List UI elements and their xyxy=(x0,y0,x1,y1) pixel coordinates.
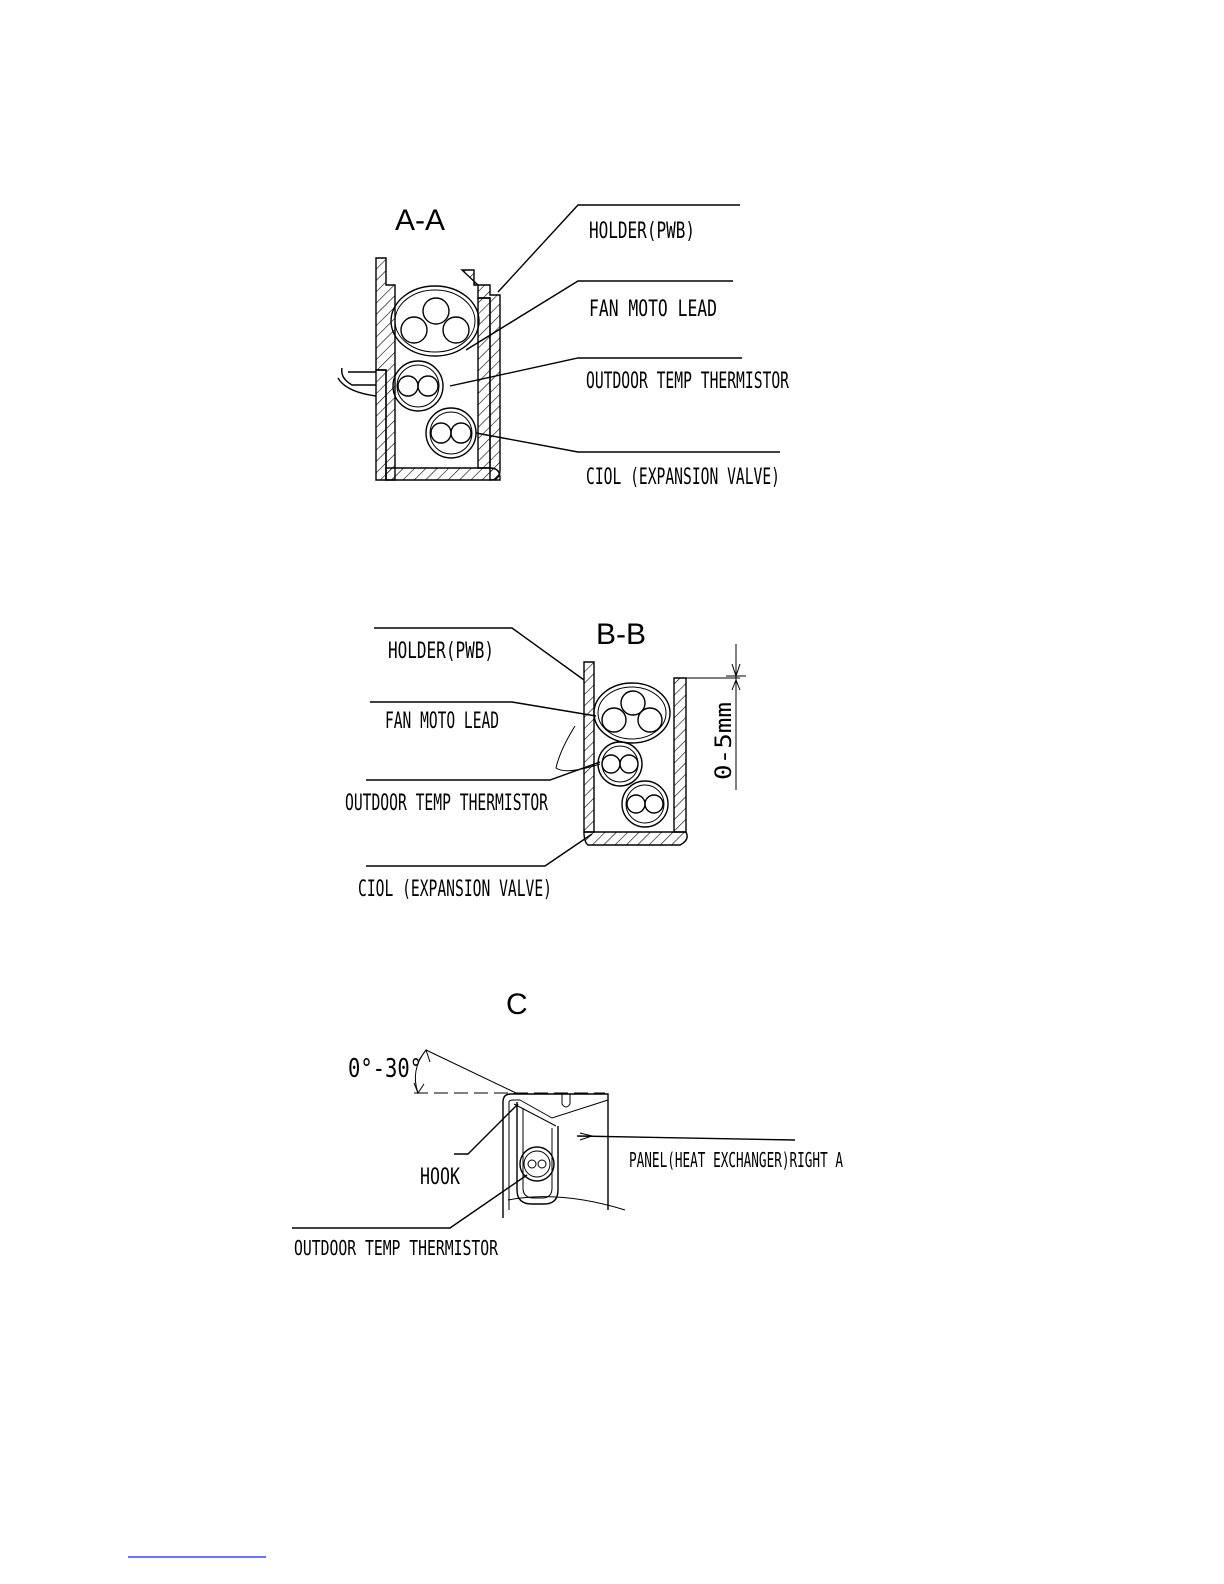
section-b-thermistor-bundle xyxy=(598,742,642,786)
section-b-b: B-B xyxy=(345,618,746,902)
section-b-dimension-label: 0-5mm xyxy=(712,702,737,780)
section-c-hook-label: HOOK xyxy=(420,1165,461,1190)
section-b-holder-label: HOLDER(PWB) xyxy=(388,639,494,664)
section-b-coil-leader xyxy=(366,834,592,866)
section-a-a: A-A xyxy=(338,204,790,490)
section-c-panel-label: PANEL(HEAT EXCHANGER)RIGHT A xyxy=(629,1148,843,1172)
section-a-thermistor-bundle xyxy=(393,361,443,411)
section-b-fan-lead-bundle xyxy=(594,683,670,743)
section-a-coil-label: CIOL (EXPANSION VALVE) xyxy=(586,465,780,490)
section-b-dimension: 0-5mm xyxy=(712,644,746,790)
section-c-hook-leader xyxy=(454,1104,518,1154)
section-b-thermistor-label: OUTDOOR TEMP THERMISTOR xyxy=(345,791,549,816)
section-b-coil-bundle xyxy=(622,781,668,827)
section-a-coil-leader xyxy=(476,433,780,452)
section-c-thermistor-leader xyxy=(292,1175,527,1228)
section-c-thermistor-label: OUTDOOR TEMP THERMISTOR xyxy=(294,1236,499,1260)
section-c-angle-indicator: 0°-30° xyxy=(348,1050,605,1093)
section-c: C 0°-30° xyxy=(292,988,843,1260)
section-c-title: C xyxy=(506,988,528,1021)
section-b-coil-label: CIOL (EXPANSION VALVE) xyxy=(358,877,552,902)
section-c-angle-label: 0°-30° xyxy=(348,1054,422,1084)
section-a-fan-lead-bundle xyxy=(391,286,479,356)
section-b-title: B-B xyxy=(596,618,646,651)
section-b-fan-lead-label: FAN MOTO LEAD xyxy=(385,709,499,734)
section-a-holder-label: HOLDER(PWB) xyxy=(589,219,695,244)
section-a-fan-lead-label: FAN MOTO LEAD xyxy=(589,297,717,322)
section-a-thermistor-label: OUTDOOR TEMP THERMISTOR xyxy=(586,369,790,394)
section-a-title: A-A xyxy=(395,204,445,237)
section-a-coil-bundle xyxy=(426,408,476,458)
section-c-panel-leader xyxy=(577,1136,795,1140)
section-a-holder xyxy=(338,258,500,480)
